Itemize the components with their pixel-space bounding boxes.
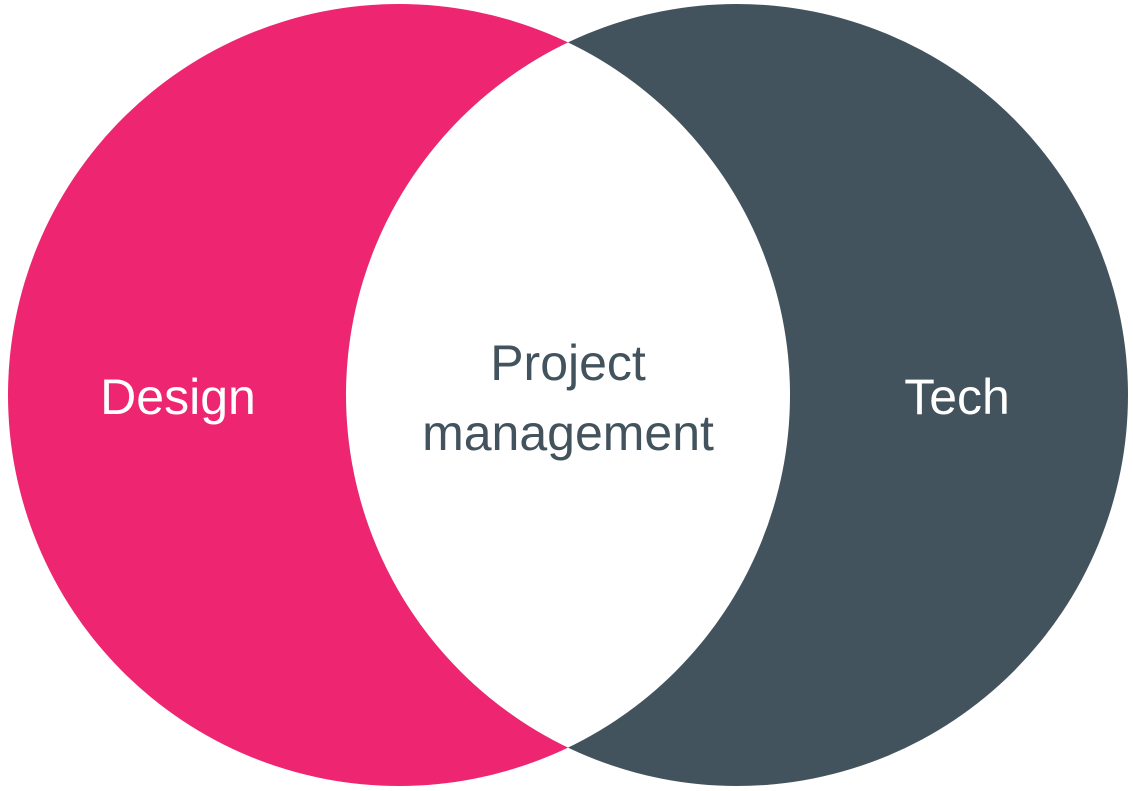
intersection-lens xyxy=(346,4,790,786)
tech-label: Tech xyxy=(904,369,1010,425)
intersection-label-line2: management xyxy=(422,405,714,461)
design-label: Design xyxy=(100,369,256,425)
intersection-label-line1: Project xyxy=(490,335,646,391)
